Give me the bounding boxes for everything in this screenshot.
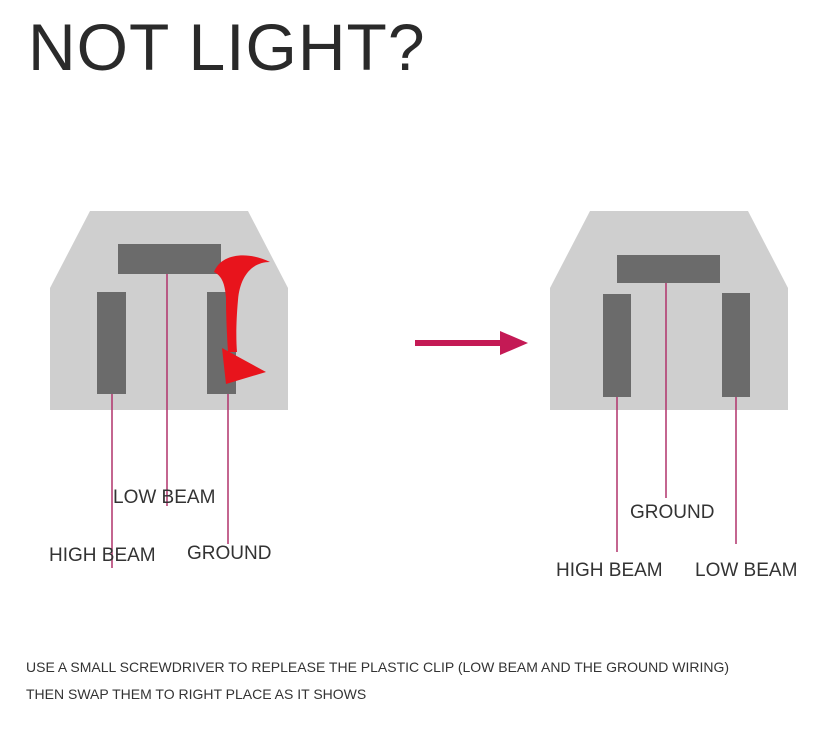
curved-swap-arrow-icon	[214, 255, 270, 384]
connector-after-body	[550, 211, 788, 410]
right-arrow-icon	[415, 331, 528, 355]
connector-after: GROUND HIGH BEAM LOW BEAM	[550, 211, 797, 581]
terminal-before-top	[118, 244, 221, 274]
label-after-high-beam: HIGH BEAM	[556, 560, 663, 581]
terminal-after-top	[617, 255, 720, 283]
label-before-low-beam: LOW BEAM	[113, 487, 215, 508]
terminal-after-right	[722, 293, 750, 397]
page-title: NOT LIGHT?	[28, 10, 426, 84]
instruction-line-1: USE A SMALL SCREWDRIVER TO REPLEASE THE …	[26, 659, 730, 675]
terminal-before-left	[97, 292, 126, 394]
instruction-line-2: THEN SWAP THEM TO RIGHT PLACE AS IT SHOW…	[26, 686, 367, 702]
label-before-ground: GROUND	[187, 543, 271, 564]
label-after-ground: GROUND	[630, 502, 714, 523]
connector-before-body	[50, 211, 288, 410]
label-after-low-beam: LOW BEAM	[695, 560, 797, 581]
terminal-after-left	[603, 294, 631, 397]
connector-before: LOW BEAM HIGH BEAM GROUND	[49, 211, 288, 568]
label-before-high-beam: HIGH BEAM	[49, 545, 156, 566]
instructions: USE A SMALL SCREWDRIVER TO REPLEASE THE …	[26, 654, 816, 708]
